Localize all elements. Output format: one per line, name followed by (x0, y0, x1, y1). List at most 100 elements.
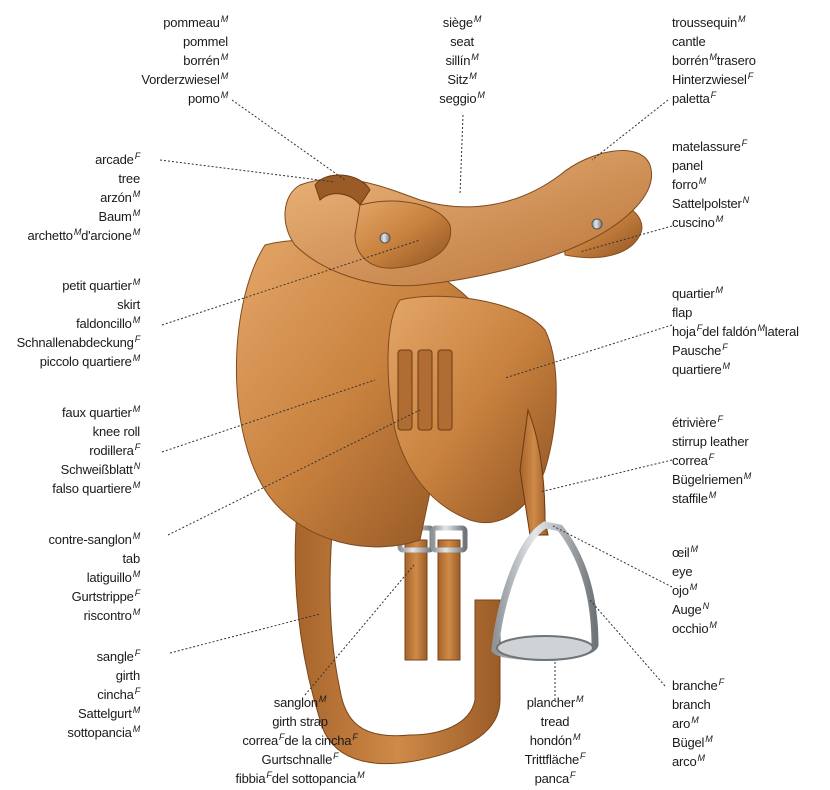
term-line: seggioM (410, 89, 514, 108)
tab-1 (398, 350, 412, 430)
leader-branche (590, 600, 665, 686)
term-line: sillínM (410, 51, 514, 70)
term-text: Sattelgurt (78, 706, 132, 721)
gender-marker: M (709, 620, 716, 630)
term-line: piccolo quartiereM (17, 352, 140, 371)
leader-arcade (160, 160, 335, 182)
term-line: petit quartierM (17, 276, 140, 295)
term-line: tab (48, 549, 140, 568)
label-oeil: œilMeyeojoMAugeNocchioM (672, 543, 717, 638)
term-text: lateral (765, 324, 799, 339)
term-text: branche (672, 678, 718, 693)
gender-marker: M (221, 14, 228, 24)
term-line: ojoM (672, 581, 717, 600)
gender-marker: M (699, 176, 706, 186)
term-line: staffileM (672, 489, 751, 508)
term-text: arzón (100, 190, 132, 205)
tab-2 (418, 350, 432, 430)
leader-sangle (170, 614, 320, 653)
term-text: hoja (672, 324, 696, 339)
term-text: sottopancia (67, 725, 131, 740)
term-line: cuscinoM (672, 213, 749, 232)
gender-marker: F (719, 677, 724, 687)
term-line: rodilleraF (52, 441, 140, 460)
term-text: œil (672, 545, 689, 560)
gender-marker: M (691, 715, 698, 725)
term-text: Gurtschnalle (262, 752, 333, 767)
term-line: AugeN (672, 600, 717, 619)
term-text: Pausche (672, 343, 721, 358)
term-line: sanglonM (210, 693, 390, 712)
gender-marker: M (133, 315, 140, 325)
term-line: arcadeF (27, 150, 140, 169)
term-text: archetto (27, 228, 72, 243)
term-text: paletta (672, 91, 710, 106)
term-text: knee roll (93, 424, 140, 439)
gender-marker: F (580, 751, 585, 761)
term-line: hondónM (490, 731, 620, 750)
term-text: falso quartiere (52, 481, 131, 496)
term-text: occhio (672, 621, 708, 636)
skirt-stud (380, 233, 390, 243)
gender-marker: F (135, 442, 140, 452)
seat (285, 151, 652, 286)
term-text: stirrup leather (672, 434, 748, 449)
gender-marker: M (133, 404, 140, 414)
leader-etriviere (540, 460, 672, 492)
term-line: SattelpolsterN (672, 194, 749, 213)
term-line: correaF (672, 451, 751, 470)
label-petit-quartier: petit quartierM skirt faldoncilloM Schnalle… (17, 276, 140, 371)
term-text: latiguillo (87, 570, 132, 585)
leader-oeil (553, 526, 672, 587)
term-text: Trittfläche (525, 752, 579, 767)
term-line: eye (672, 562, 717, 581)
gender-marker: N (134, 461, 140, 471)
label-siege: siègeMseatsillínMSitzMseggioM (410, 13, 514, 108)
term-line: girth strap (210, 712, 390, 731)
term-text: Schnallenabdeckung (17, 335, 134, 350)
leader-siege (460, 115, 463, 195)
term-text: forro (672, 177, 698, 192)
gender-marker: M (709, 52, 716, 62)
gender-marker: M (133, 531, 140, 541)
label-contre-sanglon: contre-sanglonMtablatiguilloMGurtstrippe… (48, 530, 140, 625)
term-line: seat (410, 32, 514, 51)
term-text: skirt (117, 297, 140, 312)
gender-marker: F (135, 334, 140, 344)
term-line: borrénMtrasero (672, 51, 756, 70)
term-text: faux quartier (62, 405, 132, 420)
term-text: panca (535, 771, 569, 786)
term-text: flap (672, 305, 692, 320)
term-text: aro (672, 716, 690, 731)
label-branche: brancheFbrancharoMBügelMarcoM (672, 676, 724, 771)
term-text: piccolo quartiere (40, 354, 132, 369)
gender-marker: M (690, 544, 697, 554)
term-line: branch (672, 695, 724, 714)
term-line: panel (672, 156, 749, 175)
term-line: faldoncilloM (17, 314, 140, 333)
term-line: HinterzwieselF (672, 70, 756, 89)
gender-marker: N (743, 195, 749, 205)
term-text: trasero (717, 53, 756, 68)
term-text: seggio (439, 91, 476, 106)
gender-marker: M (133, 189, 140, 199)
gender-marker: F (570, 770, 575, 780)
gender-marker: M (319, 694, 326, 704)
term-line: troussequinM (672, 13, 756, 32)
term-text: Auge (672, 602, 702, 617)
term-line: cinchaF (67, 685, 140, 704)
gender-marker: M (744, 471, 751, 481)
term-line: tree (27, 169, 140, 188)
gender-marker: M (705, 734, 712, 744)
term-text: cantle (672, 34, 706, 49)
term-line: œilM (672, 543, 717, 562)
gender-marker: M (723, 361, 730, 371)
term-text: borrén (672, 53, 708, 68)
term-text: Bügelriemen (672, 472, 743, 487)
gender-marker: M (133, 569, 140, 579)
term-text: Vorderzwiesel (141, 72, 219, 87)
term-line: contre-sanglonM (48, 530, 140, 549)
term-line: hojaFdel faldónMlateral (672, 322, 799, 341)
